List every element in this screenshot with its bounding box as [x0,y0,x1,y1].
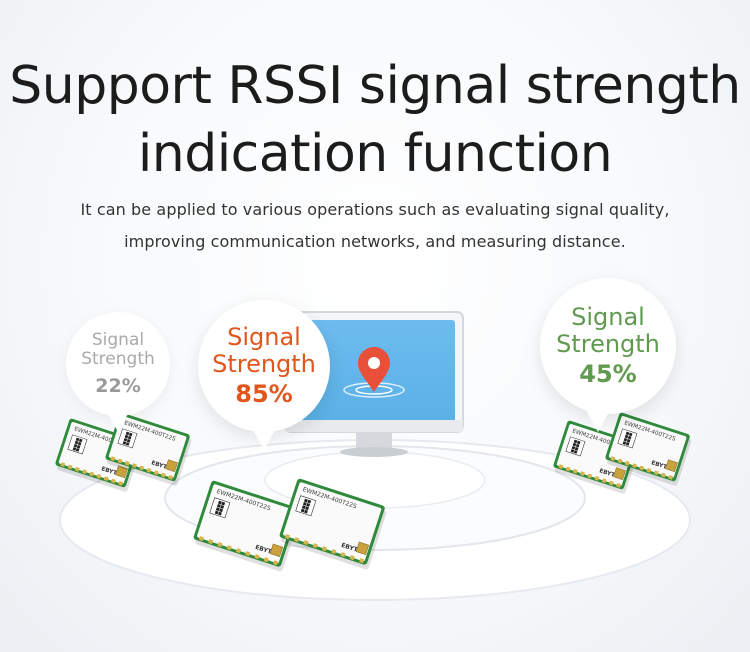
qr-code-icon [295,495,317,517]
module-brand-text: EBYTE [598,468,619,480]
location-pin-icon [343,347,405,398]
qr-code-icon [617,428,638,449]
headline-line-2: indication function [137,124,613,184]
bubble-label-line-2: Strength [212,349,316,378]
bubble-value: 45% [579,360,637,389]
signal-bubble-45: Signal Strength 45% [540,278,676,432]
subtitle-line-2: improving communication networks, and me… [124,232,626,251]
module-brand-text: EBYTE [650,460,671,472]
antenna-pad [269,543,284,558]
bubble-label-line-2: Strength [81,348,155,369]
bubble-label-line-1: Signal [571,303,645,332]
antenna-pad [665,459,678,473]
bubble-label-line-1: Signal [91,329,145,350]
subtitle-line-1: It can be applied to various operations … [80,200,670,219]
bubble-tail [252,428,276,450]
qr-code-icon [117,428,138,449]
monitor-icon [284,311,464,457]
qr-code-icon [209,497,231,519]
qr-code-icon [67,434,88,455]
antenna-pad [115,465,128,479]
module-brand-text: EBYTE [150,460,171,472]
antenna-pad [165,459,178,473]
signal-bubble-85: Signal Strength 85% [198,300,330,450]
module-brand-text: EBYTE [100,466,121,478]
qr-code-icon [565,436,586,457]
bubble-tail [586,410,610,432]
bubble-label-line-2: Strength [556,329,660,358]
bubble-value: 85% [235,380,293,409]
bubble-value: 22% [95,375,141,398]
signal-bubble-22: Signal Strength 22% [66,312,170,432]
antenna-pad [355,541,370,556]
bubble-tail [106,410,130,432]
headline-line-1: Support RSSI signal strength [9,56,741,116]
antenna-pad [613,467,626,481]
headline: Support RSSI signal strength indication … [0,52,750,188]
bubble-label-line-1: Signal [227,323,301,352]
